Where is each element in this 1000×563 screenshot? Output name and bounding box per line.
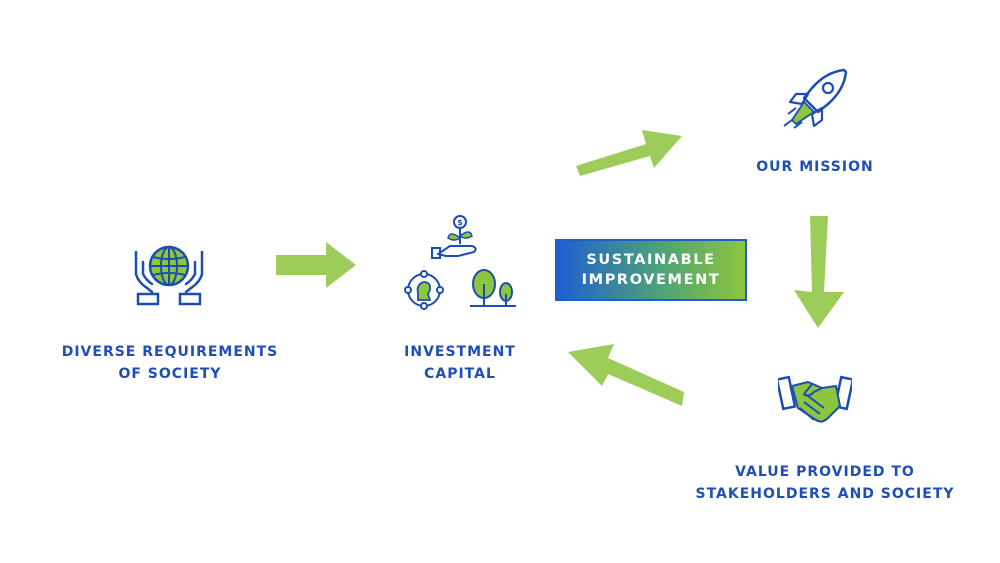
arrow-center-to-mission (576, 130, 682, 176)
arrow-mission-to-value (794, 216, 844, 328)
hands-globe-icon (134, 245, 204, 306)
arrow-value-to-center (568, 344, 684, 406)
society-label-line-2: OF SOCIETY (118, 366, 222, 382)
svg-text:$: $ (457, 218, 463, 227)
investment-growth-icon: $ (404, 215, 516, 310)
value-label: VALUE PROVIDED TO STAKEHOLDERS AND SOCIE… (695, 461, 955, 505)
rocket-icon (783, 68, 848, 129)
center-line-1: SUSTAINABLE (586, 252, 716, 268)
arrow-society-to-investment (276, 242, 356, 288)
investment-label-line-2: CAPITAL (424, 366, 496, 382)
value-label-line-1: VALUE PROVIDED TO (735, 464, 915, 480)
mission-label-line-1: OUR MISSION (756, 159, 874, 175)
investment-label: INVESTMENT CAPITAL (380, 341, 540, 385)
sustainable-improvement-box: SUSTAINABLE IMPROVEMENT (555, 239, 747, 301)
mission-label: OUR MISSION (730, 156, 900, 178)
society-label: DIVERSE REQUIREMENTS OF SOCIETY (50, 341, 290, 385)
handshake-icon (778, 375, 852, 423)
society-label-line-1: DIVERSE REQUIREMENTS (61, 344, 279, 360)
value-label-line-2: STAKEHOLDERS AND SOCIETY (695, 486, 955, 502)
center-line-2: IMPROVEMENT (581, 272, 721, 288)
investment-label-line-1: INVESTMENT (404, 344, 516, 360)
